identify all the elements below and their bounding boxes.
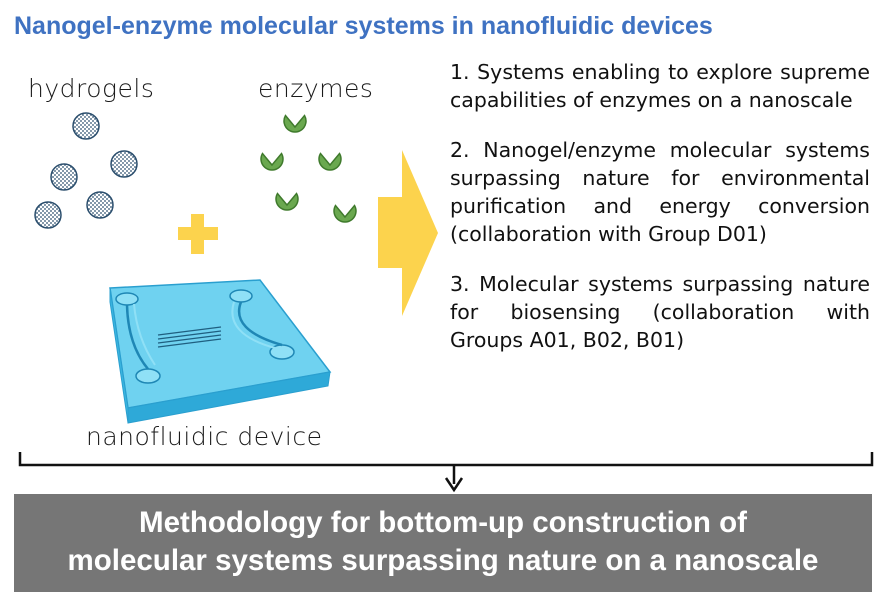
conclusion-banner: Methodology for bottom-up construction o… bbox=[14, 494, 872, 592]
point-2: 2. Nanogel/enzyme molecular systems surp… bbox=[450, 138, 870, 246]
conclusion-line-1: Methodology for bottom-up construction o… bbox=[139, 506, 747, 539]
arrow-right-icon bbox=[378, 150, 438, 316]
down-arrow-icon bbox=[444, 465, 464, 493]
hydrogels-label: hydrogels bbox=[28, 74, 155, 103]
point-3: 3. Molecular systems surpassing nature f… bbox=[450, 272, 870, 352]
conclusion-line-2: molecular systems surpassing nature on a… bbox=[67, 544, 819, 577]
enzyme-icon bbox=[260, 114, 357, 223]
point-1: 1. Systems enabling to explore supreme c… bbox=[450, 60, 870, 112]
bracket bbox=[18, 452, 874, 467]
plus-icon bbox=[178, 214, 218, 254]
enzymes-label: enzymes bbox=[258, 74, 374, 103]
nanofluidic-chip-icon bbox=[109, 279, 332, 424]
points-list: 1. Systems enabling to explore supreme c… bbox=[450, 58, 870, 376]
page-title: Nanogel-enzyme molecular systems in nano… bbox=[14, 12, 713, 40]
device-label: nanofluidic device bbox=[86, 422, 323, 451]
hydrogel-bead-icon bbox=[34, 112, 138, 229]
